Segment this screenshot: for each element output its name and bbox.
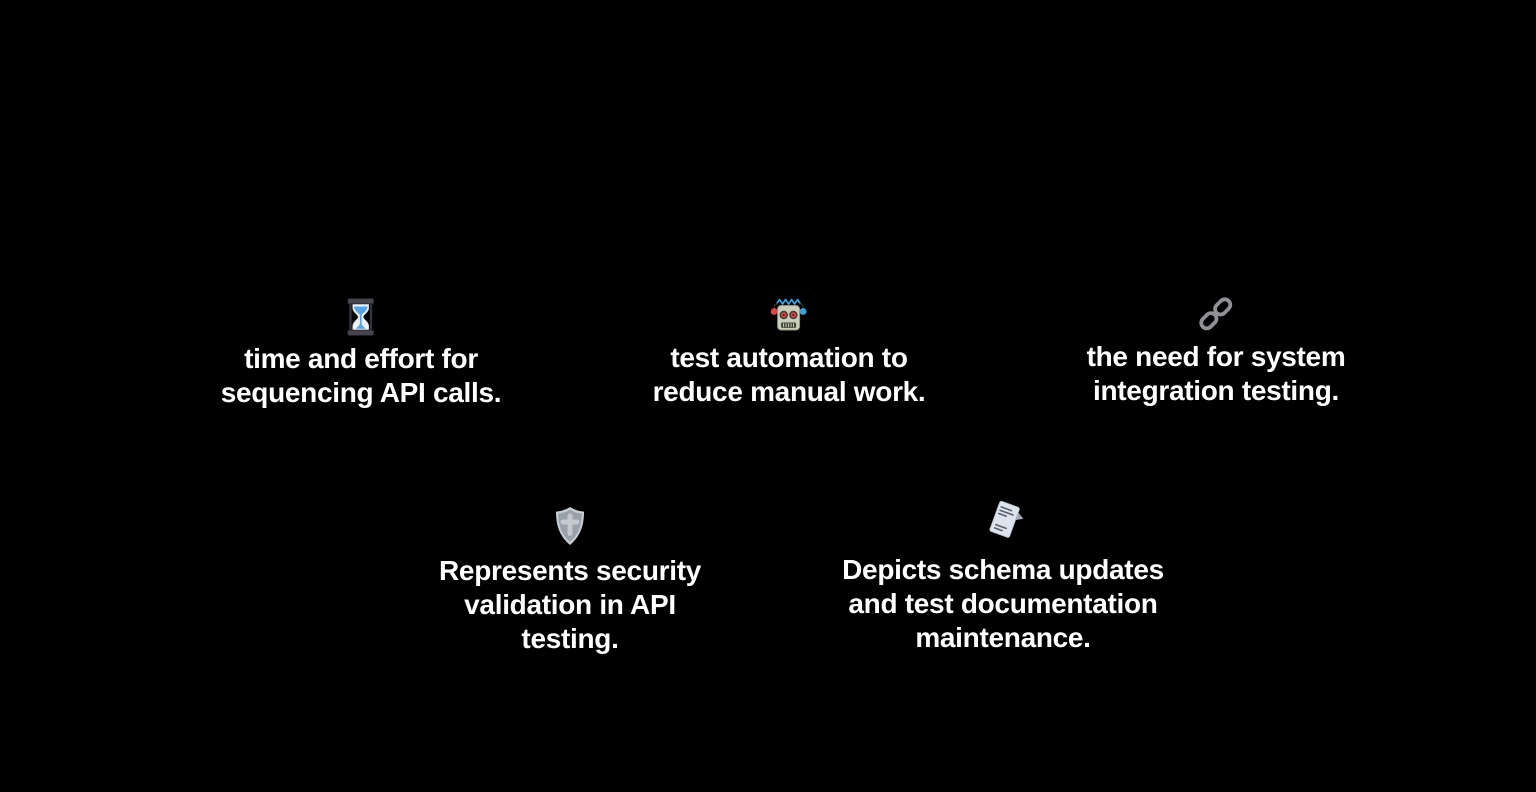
callout-caption: test automation to reduce manual work. [652,342,926,407]
document-icon [977,500,1029,548]
callout-caption: time and effort for sequencing API calls… [220,343,502,408]
callout-caption: Represents security validation in API te… [439,555,701,654]
robot-icon [767,294,811,336]
shield-icon [549,507,591,549]
callout-robot: test automation to reduce manual work. [653,294,926,409]
callout-shield: Represents security validation in API te… [439,507,701,656]
callout-document: Depicts schema updates and test document… [842,500,1164,655]
callout-link: the need for system integration testing. [1087,293,1346,408]
callout-caption: the need for system integration testing. [1086,341,1346,406]
callout-hourglass: time and effort for sequencing API calls… [221,295,502,410]
link-icon [1195,293,1237,335]
callout-caption: Depicts schema updates and test document… [842,554,1164,653]
hourglass-icon [341,295,381,337]
